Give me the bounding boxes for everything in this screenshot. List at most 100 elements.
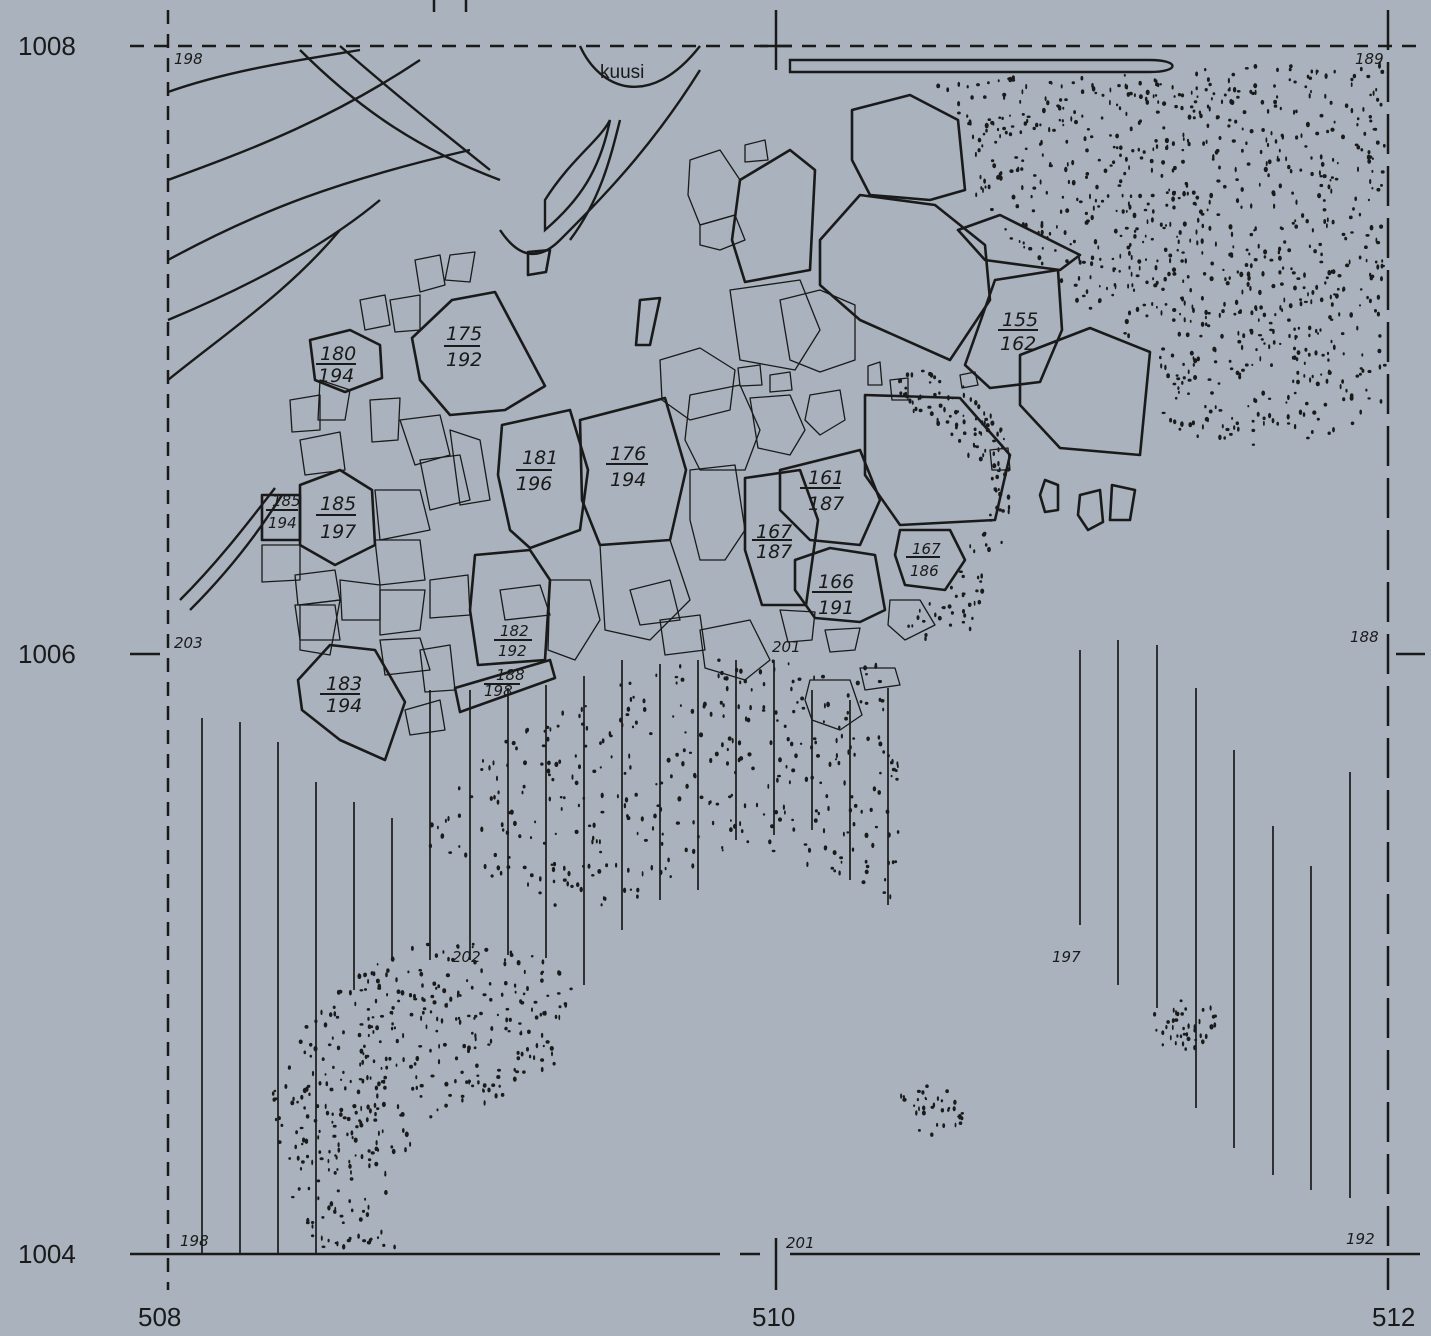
stipple-dot	[1111, 293, 1115, 297]
stipple-dot	[623, 771, 627, 775]
stipple-dot	[1045, 190, 1049, 195]
stipple-dot	[1365, 258, 1368, 263]
stipple-dot	[496, 1013, 499, 1017]
stipple-dot	[1018, 240, 1021, 243]
stipple-dot	[1379, 399, 1383, 404]
stipple-dot	[393, 1026, 396, 1030]
stipple-dot	[1228, 359, 1232, 363]
stipple-dot	[784, 810, 786, 815]
stipple-dot	[1321, 353, 1325, 357]
stipple-dot	[455, 1017, 458, 1021]
stipple-dot	[1030, 194, 1033, 199]
stipple-dot	[451, 957, 455, 962]
stipple-dot	[1263, 342, 1266, 345]
stipple-dot	[1097, 158, 1101, 162]
stipple-dot	[1150, 193, 1155, 198]
stipple-dot	[480, 768, 484, 771]
stipple-dot	[734, 770, 737, 775]
stipple-dot	[1259, 305, 1263, 310]
stipple-dot	[1090, 214, 1094, 221]
stipple-dot	[979, 580, 983, 583]
stipple-dot	[1083, 136, 1087, 142]
stipple-dot	[827, 805, 830, 812]
stipple-dot	[1073, 283, 1078, 287]
stipple-dot	[899, 391, 903, 396]
stipple-dot	[997, 461, 1000, 467]
stipple-dot	[1059, 278, 1064, 284]
stipple-dot	[1352, 207, 1355, 211]
stipple-dot	[1138, 80, 1142, 86]
stipple-dot	[968, 119, 972, 125]
stipple-dot	[1214, 347, 1217, 353]
stipple-dot	[641, 871, 644, 877]
stipple-dot	[516, 960, 521, 966]
stipple-dot	[1097, 205, 1101, 208]
stipple-dot	[940, 1099, 944, 1103]
stipple-dot	[1240, 344, 1244, 351]
stipple-dot	[1121, 209, 1125, 214]
stipple-dot	[376, 1093, 379, 1099]
stipple-dot	[295, 1130, 298, 1135]
stipple-dot	[1117, 84, 1121, 88]
stipple-dot	[1180, 421, 1184, 427]
stipple-dot	[528, 1054, 532, 1059]
stipple-dot	[310, 1234, 315, 1238]
stipple-dot	[533, 1000, 538, 1004]
stipple-dot	[1382, 363, 1387, 367]
stipple-dot	[1263, 249, 1268, 255]
stipple-dot	[1164, 303, 1168, 306]
stipple-dot	[1348, 215, 1353, 220]
stipple-dot	[368, 1108, 372, 1114]
stipple-dot	[457, 990, 460, 996]
stipple-dot	[962, 414, 965, 418]
stipple-dot	[327, 1168, 330, 1172]
stipple-dot	[1235, 198, 1240, 204]
stipple-dot	[737, 740, 742, 746]
stipple-dot	[350, 1130, 354, 1136]
stones	[260, 93, 1152, 762]
stipple-dot	[471, 1031, 474, 1035]
stipple-dot	[1035, 122, 1039, 128]
stipple-dot	[950, 432, 954, 437]
stipple-dot	[1193, 375, 1198, 380]
stipple-dot	[1196, 434, 1199, 439]
stipple-dot	[864, 869, 869, 875]
stipple-dot	[1332, 427, 1335, 433]
stipple-dot	[992, 451, 995, 457]
stipple-dot	[761, 709, 766, 712]
stipple-dot	[273, 1097, 278, 1101]
stipple-dot	[887, 832, 891, 838]
stipple-dot	[1172, 318, 1176, 322]
stipple-dot	[608, 731, 612, 737]
stipple-dot	[1241, 127, 1244, 131]
stipple-dot	[896, 830, 900, 834]
stipple-dot	[865, 864, 870, 869]
stipple-dot	[396, 1104, 400, 1110]
stipple-dot	[1305, 121, 1310, 128]
stipple-dot	[1014, 156, 1019, 159]
stipple-dot	[1349, 312, 1353, 318]
stipple-dot	[391, 1011, 394, 1015]
stipple-dot	[814, 740, 817, 745]
stipple-dot	[1276, 67, 1279, 72]
stipple-dot	[1295, 135, 1299, 140]
stipple-dot	[507, 1030, 511, 1033]
stipple-dot	[1070, 116, 1073, 122]
stipple-dot	[905, 372, 910, 378]
stipple-dot	[722, 703, 725, 708]
stipple-dot	[1286, 414, 1290, 420]
stipple-dot	[1238, 374, 1242, 380]
stipple-dot	[974, 417, 978, 421]
stipple-dot	[1177, 93, 1182, 97]
stipple-dot	[547, 760, 551, 766]
stipple-dot	[755, 802, 759, 808]
stipple-dot	[1225, 281, 1230, 286]
stipple-dot	[1204, 315, 1207, 320]
stipple-dot	[333, 1011, 337, 1017]
stipple-dot	[636, 831, 639, 836]
stipple-dot	[1214, 241, 1217, 247]
stipple-dot	[369, 1076, 372, 1080]
stipple-dot	[1368, 115, 1373, 119]
stipple-dot	[366, 1074, 369, 1081]
